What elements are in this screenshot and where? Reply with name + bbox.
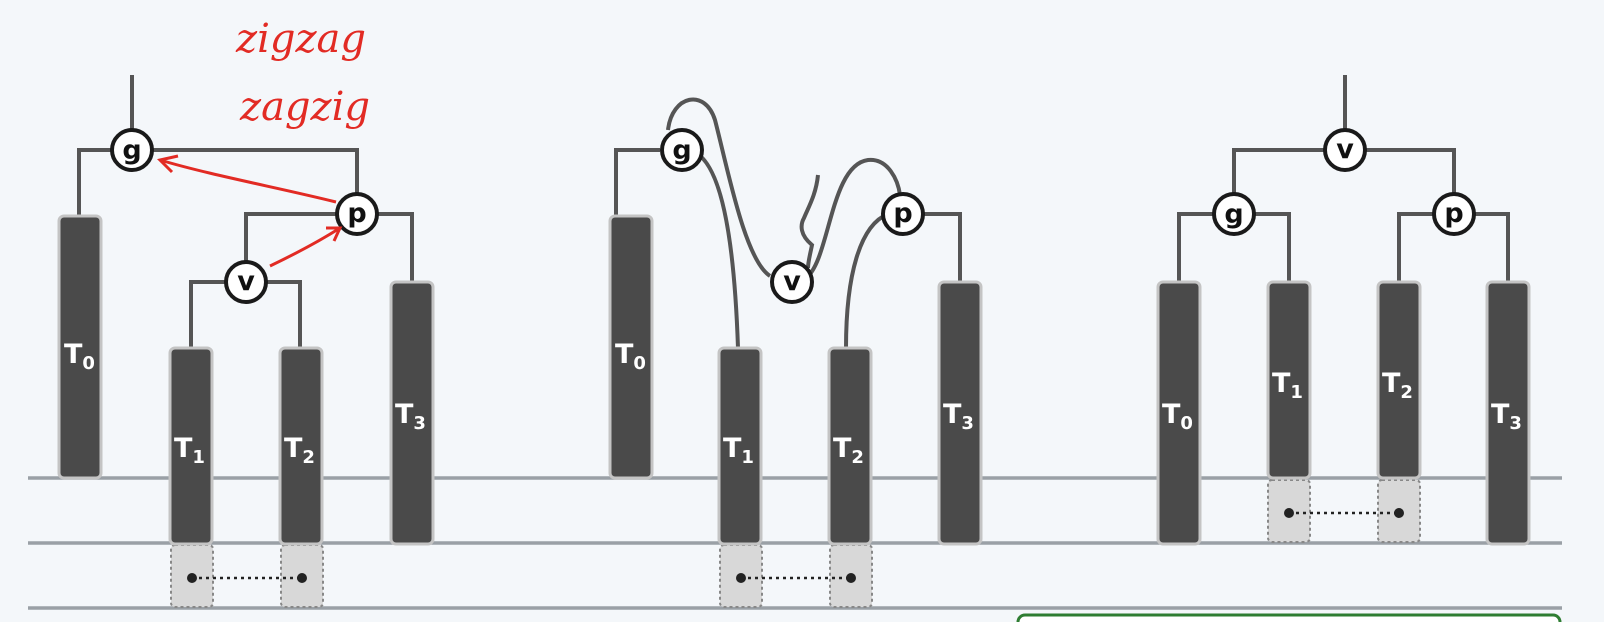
subtree-t3 — [389, 280, 435, 546]
subtree-label-t3: T3 — [395, 399, 426, 434]
subtree-label-t2: T2 — [284, 433, 315, 468]
subtree-label-t0: T0 — [1162, 399, 1193, 434]
node-g — [1212, 192, 1256, 236]
external-dot-left — [187, 573, 197, 583]
node-label-v: v — [1336, 134, 1354, 165]
subtree-t0 — [608, 214, 654, 480]
subtree-label-t2: T2 — [833, 433, 864, 468]
node-g — [110, 128, 154, 172]
edge-p-to-t2 — [844, 212, 889, 349]
subtree-t2 — [278, 346, 324, 546]
node-p — [1432, 192, 1476, 236]
node-v — [770, 260, 814, 304]
external-dot-right — [1394, 508, 1404, 518]
node-g — [660, 128, 704, 172]
subtree-label-t1: T1 — [1272, 368, 1303, 403]
subtree-t1 — [168, 346, 214, 546]
external-dot-right — [846, 573, 856, 583]
node-v — [224, 260, 268, 304]
annotation-arrow-v-to-p — [269, 226, 341, 268]
node-label-g: g — [1224, 199, 1243, 230]
annotation-zigzag: zigzag — [235, 16, 366, 62]
node-label-g: g — [672, 135, 691, 166]
edge-p-to-t3 — [920, 212, 962, 282]
node-label-p: p — [347, 198, 366, 229]
subtree-t3 — [937, 280, 983, 546]
node-p — [335, 192, 379, 236]
subtree-label-t1: T1 — [723, 433, 754, 468]
node-label-p: p — [893, 198, 912, 229]
subtree-label-t0: T0 — [615, 339, 646, 374]
external-link-during — [719, 544, 873, 608]
subtree-label-t1: T1 — [174, 433, 205, 468]
subtree-t2 — [827, 346, 873, 546]
edge-g-left — [614, 148, 660, 215]
annotation-arrow-v-to-p-head — [326, 226, 343, 242]
subtree-t1 — [717, 346, 763, 546]
edge-broken-top — [799, 174, 820, 269]
subtree-t0 — [57, 214, 103, 480]
node-p — [881, 192, 925, 236]
node-v — [1323, 128, 1367, 172]
subtree-label-t3: T3 — [1491, 399, 1522, 434]
subtree-label-t2: T2 — [1382, 368, 1413, 403]
panel-before: T0 T1 T2 T3 g p v zigzag zagzig — [57, 16, 435, 608]
edge-g-up-loop — [666, 97, 772, 278]
panel-after: T0 T1 T2 T3 v g p — [1156, 75, 1531, 546]
external-link-after — [1267, 479, 1421, 543]
annotation-arrow-p-to-g-head — [157, 154, 179, 174]
edge-g-children — [77, 148, 359, 215]
external-dot-left — [736, 573, 746, 583]
node-label-v: v — [783, 266, 801, 297]
node-label-g: g — [122, 135, 141, 166]
subtree-label-t0: T0 — [64, 339, 95, 374]
subtree-t2 — [1376, 280, 1422, 480]
subtree-t0 — [1156, 280, 1202, 546]
annotation-arrow-p-to-g — [159, 158, 337, 204]
external-link-before — [170, 544, 324, 608]
node-label-p: p — [1444, 198, 1463, 229]
subtree-t3 — [1485, 280, 1531, 546]
footer-green-bar — [1016, 613, 1562, 622]
node-label-v: v — [237, 266, 255, 297]
panel-during: T0 T1 T2 T3 g v p — [608, 97, 983, 608]
external-dot-right — [297, 573, 307, 583]
annotation-zagzig: zagzig — [239, 84, 370, 130]
subtree-t1 — [1266, 280, 1312, 480]
edge-p-children — [244, 212, 414, 282]
subtree-label-t3: T3 — [943, 399, 974, 434]
edge-v-to-p-loop — [804, 157, 902, 280]
external-dot-left — [1284, 508, 1294, 518]
